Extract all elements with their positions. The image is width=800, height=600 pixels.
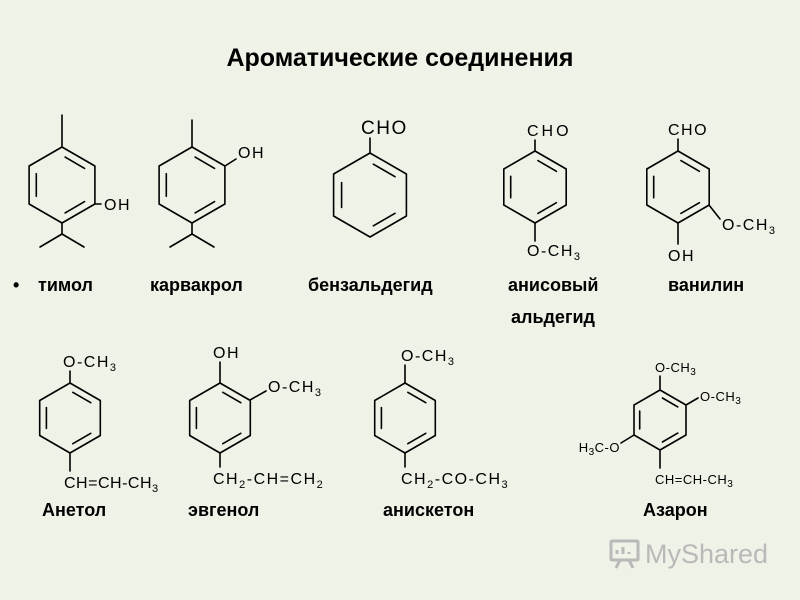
benzene-ring xyxy=(158,146,226,224)
benzene-ring xyxy=(332,152,408,238)
thymol-structure: OH xyxy=(28,114,131,248)
label-benzaldehyde: бензальдегид xyxy=(308,275,433,295)
isopropyl-bond xyxy=(39,233,63,248)
double-bond-line xyxy=(406,391,427,404)
benzene-ring xyxy=(645,150,711,224)
label-anisaldehyde-line2: альдегид xyxy=(511,307,596,327)
side-chain: CH2-CH=CH2 xyxy=(213,471,324,491)
asarone-structure: O-CH3 O-CH3 H3C-O CH=CH-CH3 xyxy=(579,360,741,490)
hydroxyl-group: OH xyxy=(238,145,265,162)
label-thymol: тимол xyxy=(38,275,93,295)
double-bond-line xyxy=(72,432,92,445)
benzaldehyde-structure: CHO xyxy=(332,118,408,238)
methoxy-bond xyxy=(620,434,635,444)
label-anisketone: анискетон xyxy=(383,500,474,520)
benzene-ring xyxy=(188,382,252,454)
double-bond-line xyxy=(372,163,396,178)
hydroxyl-group: OH xyxy=(668,248,695,265)
double-bond-line xyxy=(64,156,86,170)
double-bond-line xyxy=(537,159,558,173)
aldehyde-group: CHO xyxy=(527,123,572,140)
methoxy-bond xyxy=(685,397,699,406)
benzene-ring xyxy=(38,382,102,454)
label-anethole: Анетол xyxy=(42,500,106,520)
double-bond-line xyxy=(72,391,92,404)
double-bond-line xyxy=(680,159,701,173)
label-eugenol: эвгенол xyxy=(188,500,259,520)
methoxy-group-right: O-CH3 xyxy=(700,389,741,407)
double-bond-line xyxy=(661,397,679,408)
benzene-ring xyxy=(633,389,687,451)
aldehyde-group: CHO xyxy=(361,118,408,139)
methoxy-group: O-CH3 xyxy=(722,217,777,237)
isopropyl-bond xyxy=(191,233,215,248)
isopropyl-bond xyxy=(169,233,193,248)
anisaldehyde-structure: CHO O-CH3 xyxy=(502,123,582,263)
methoxy-group: O-CH3 xyxy=(527,243,582,263)
double-bond-line xyxy=(406,432,427,445)
aldehyde-group: CHO xyxy=(668,122,708,139)
double-bond-line xyxy=(222,391,242,404)
double-bond-line xyxy=(537,201,558,215)
methoxy-bond xyxy=(249,390,267,401)
anethole-structure: O-CH3 CH=CH-CH3 xyxy=(38,354,159,495)
carvacrol-structure: OH xyxy=(158,119,265,248)
watermark-text: MyShared xyxy=(645,539,768,569)
label-anisaldehyde-line1: анисовый xyxy=(508,275,598,295)
double-bond-line xyxy=(194,200,216,214)
benzene-ring xyxy=(502,150,568,224)
watermark: MyShared xyxy=(609,539,768,569)
label-asarone: Азарон xyxy=(643,500,708,520)
label-vanillin: ванилин xyxy=(668,275,744,295)
methoxy-group: O-CH3 xyxy=(63,354,118,374)
methoxy-group-top: O-CH3 xyxy=(655,360,696,378)
hydroxyl-bond xyxy=(224,158,237,167)
vanillin-structure: CHO OH O-CH3 xyxy=(645,122,777,265)
side-chain: CH=CH-CH3 xyxy=(655,472,733,490)
methoxy-group: O-CH3 xyxy=(268,379,323,399)
double-bond-line xyxy=(372,212,396,227)
benzene-ring xyxy=(373,382,437,454)
isopropyl-bond xyxy=(61,233,85,248)
methoxy-group-left: H3C-O xyxy=(579,440,620,458)
double-bond-line xyxy=(194,156,216,170)
methoxy-group: O-CH3 xyxy=(401,348,456,368)
bullet: • xyxy=(13,275,19,295)
eugenol-structure: OH O-CH3 CH2-CH=CH2 xyxy=(188,345,324,491)
double-bond-line xyxy=(222,432,242,445)
double-bond-line xyxy=(680,201,701,215)
double-bond-line xyxy=(661,432,679,443)
benzene-ring xyxy=(28,146,96,224)
side-chain: CH2-CO-CH3 xyxy=(401,471,509,491)
hydroxyl-group: OH xyxy=(213,345,240,362)
methoxy-bond xyxy=(708,204,721,220)
double-bond-line xyxy=(64,200,86,214)
hydroxyl-group: OH xyxy=(104,197,131,214)
label-carvacrol: карвакрол xyxy=(150,275,243,295)
presentation-screen-icon xyxy=(609,539,640,569)
anisketone-structure: O-CH3 CH2-CO-CH3 xyxy=(373,348,509,491)
side-chain: CH=CH-CH3 xyxy=(64,475,159,495)
slide-title: Ароматические соединения xyxy=(226,44,573,72)
